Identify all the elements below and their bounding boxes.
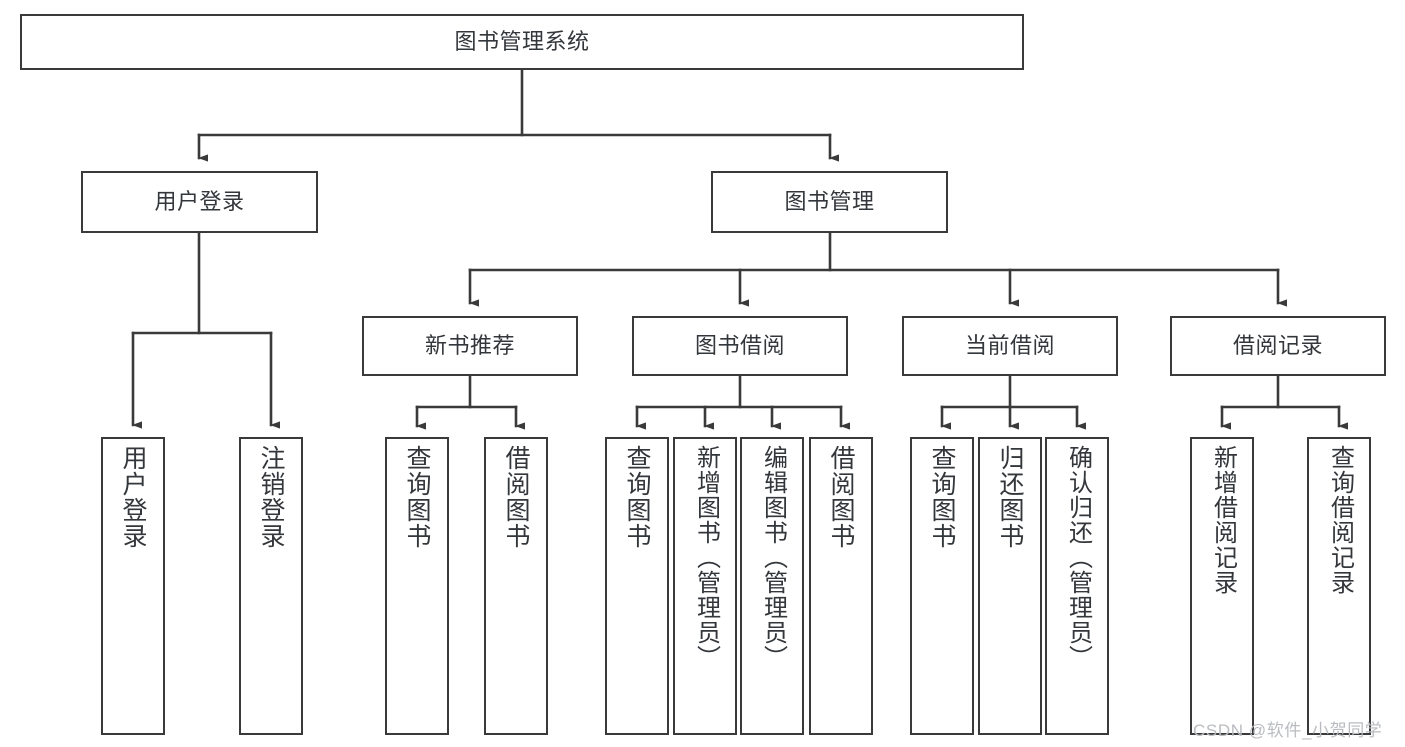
node-book-borrow[interactable]: 图书借阅 bbox=[632, 316, 848, 376]
node-label: 图书借阅 bbox=[694, 332, 785, 358]
node-label: 编辑图书（管理员） bbox=[759, 445, 787, 670]
node-label: 注销登录 bbox=[257, 445, 285, 549]
node-label: 确认归还（管理员） bbox=[1064, 445, 1092, 670]
leaf-current-borrow-return[interactable]: 归还图书 bbox=[978, 437, 1042, 735]
node-label: 借阅图书 bbox=[502, 445, 530, 549]
node-label: 用户登录 bbox=[119, 445, 147, 549]
csdn-watermark: CSDN @软件_小贺同学 bbox=[1193, 721, 1383, 740]
leaf-book-borrow-query[interactable]: 查询图书 bbox=[605, 437, 669, 735]
node-label: 查询图书 bbox=[623, 445, 651, 549]
leaf-book-borrow-lend[interactable]: 借阅图书 bbox=[809, 437, 873, 735]
leaf-borrow-record-add[interactable]: 新增借阅记录 bbox=[1190, 437, 1254, 735]
leaf-user-login-signout[interactable]: 注销登录 bbox=[239, 437, 303, 735]
node-label: 当前借阅 bbox=[964, 332, 1055, 358]
node-label: 用户登录 bbox=[154, 188, 245, 214]
leaf-current-borrow-confirm-return[interactable]: 确认归还（管理员） bbox=[1045, 437, 1109, 735]
node-user-login[interactable]: 用户登录 bbox=[81, 171, 318, 233]
node-new-book-recommend[interactable]: 新书推荐 bbox=[362, 316, 578, 376]
node-label: 图书管理系统 bbox=[454, 28, 590, 54]
leaf-new-book-borrow[interactable]: 借阅图书 bbox=[484, 437, 548, 735]
leaf-book-borrow-edit[interactable]: 编辑图书（管理员） bbox=[740, 437, 804, 735]
node-label: 新增图书（管理员） bbox=[692, 445, 720, 670]
node-label: 借阅图书 bbox=[827, 445, 855, 549]
node-label: 新增借阅记录 bbox=[1209, 445, 1237, 595]
node-root-system[interactable]: 图书管理系统 bbox=[20, 14, 1024, 70]
node-label: 查询图书 bbox=[403, 445, 431, 549]
node-label: 借阅记录 bbox=[1232, 332, 1323, 358]
leaf-book-borrow-add[interactable]: 新增图书（管理员） bbox=[673, 437, 737, 735]
leaf-current-borrow-query[interactable]: 查询图书 bbox=[910, 437, 974, 735]
node-label: 归还图书 bbox=[996, 445, 1024, 549]
node-book-management[interactable]: 图书管理 bbox=[711, 171, 948, 233]
leaf-user-login-signin[interactable]: 用户登录 bbox=[101, 437, 165, 735]
leaf-new-book-query[interactable]: 查询图书 bbox=[385, 437, 449, 735]
node-label: 图书管理 bbox=[784, 188, 875, 214]
node-label: 查询借阅记录 bbox=[1326, 445, 1354, 595]
leaf-borrow-record-query[interactable]: 查询借阅记录 bbox=[1307, 437, 1371, 735]
node-current-borrow[interactable]: 当前借阅 bbox=[902, 316, 1118, 376]
node-borrow-record[interactable]: 借阅记录 bbox=[1170, 316, 1386, 376]
node-label: 查询图书 bbox=[928, 445, 956, 549]
node-label: 新书推荐 bbox=[424, 332, 515, 358]
